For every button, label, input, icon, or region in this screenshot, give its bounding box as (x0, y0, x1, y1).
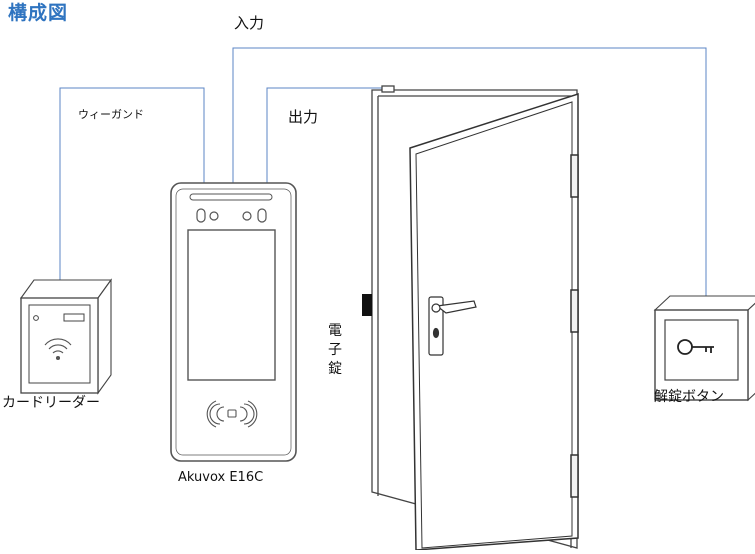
electric-lock (362, 294, 372, 316)
card-reader-label: カードリーダー (2, 395, 100, 411)
unlock-button-box (653, 295, 755, 402)
electric-lock-label: 電子錠 (328, 323, 342, 377)
wire-input (232, 47, 707, 300)
device-model-label: Akuvox E16C (178, 470, 264, 485)
wires (59, 47, 707, 300)
wiegand-label: ウィーガンド (78, 108, 144, 121)
unlock-button-label: 解錠ボタン (654, 389, 724, 405)
diagram-title: 構成図 (8, 2, 69, 24)
akuvox-device (170, 182, 297, 462)
device-screen (187, 229, 276, 381)
input-label: 入力 (234, 14, 265, 32)
wireless-icon (44, 338, 72, 361)
wire-wiegand (59, 87, 205, 280)
card-reader (19, 278, 113, 395)
door-leaf (409, 92, 579, 551)
wire-output (266, 87, 390, 183)
door-handle-icon (428, 296, 477, 356)
contactless-icon (206, 400, 258, 428)
key-icon (677, 339, 714, 355)
output-label: 出力 (288, 108, 319, 126)
